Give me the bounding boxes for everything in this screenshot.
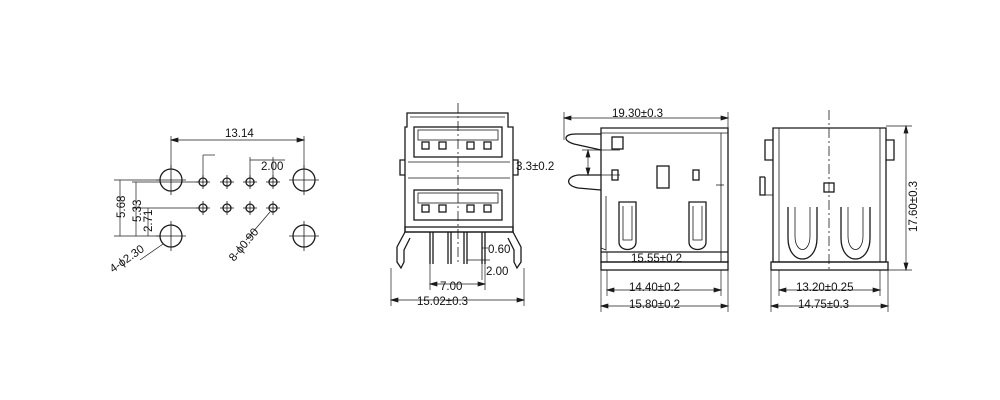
rear-outer-width-label: 14.75±0.3 — [798, 299, 849, 311]
footprint-view: 13.14 2.00 5.68 5.33 2.71 4-ϕ2.30 — [108, 128, 319, 275]
footprint-pitch-label: 2.00 — [261, 161, 283, 173]
front-pin-width-label: 0.60 — [488, 244, 510, 256]
front-view: 0.60 2.00 7.00 15.02±0.3 — [389, 103, 526, 308]
side-overall-length-label: 15.80±0.2 — [629, 299, 680, 311]
footprint-row-offset-label: 5.68 — [116, 196, 128, 218]
footprint-row-pitch-label: 2.71 — [143, 210, 155, 232]
rear-view: 17.60±0.3 13.20±0.25 14.75±0.3 — [759, 110, 920, 312]
rear-inner-width-label: 13.20±0.25 — [796, 282, 853, 294]
footprint-width-label: 13.14 — [225, 128, 254, 140]
footprint-pin-hole-label: 8-ϕ0.90 — [227, 226, 261, 264]
front-pin-spacing-label: 2.00 — [486, 266, 508, 278]
side-view: 19.30±0.3 3.3±0.2 — [516, 108, 730, 312]
side-foot-length-label: 14.40±0.2 — [629, 282, 680, 294]
front-overall-width-label: 15.02±0.3 — [417, 296, 468, 308]
rear-height-label: 17.60±0.3 — [908, 181, 920, 232]
side-base-length-label: 15.55±0.2 — [631, 253, 682, 265]
footprint-pin-offset-label: 5.33 — [132, 200, 144, 222]
front-span-label: 7.00 — [440, 281, 462, 293]
side-length-label: 19.30±0.3 — [612, 108, 663, 120]
side-tab-height-label: 3.3±0.2 — [516, 161, 554, 173]
